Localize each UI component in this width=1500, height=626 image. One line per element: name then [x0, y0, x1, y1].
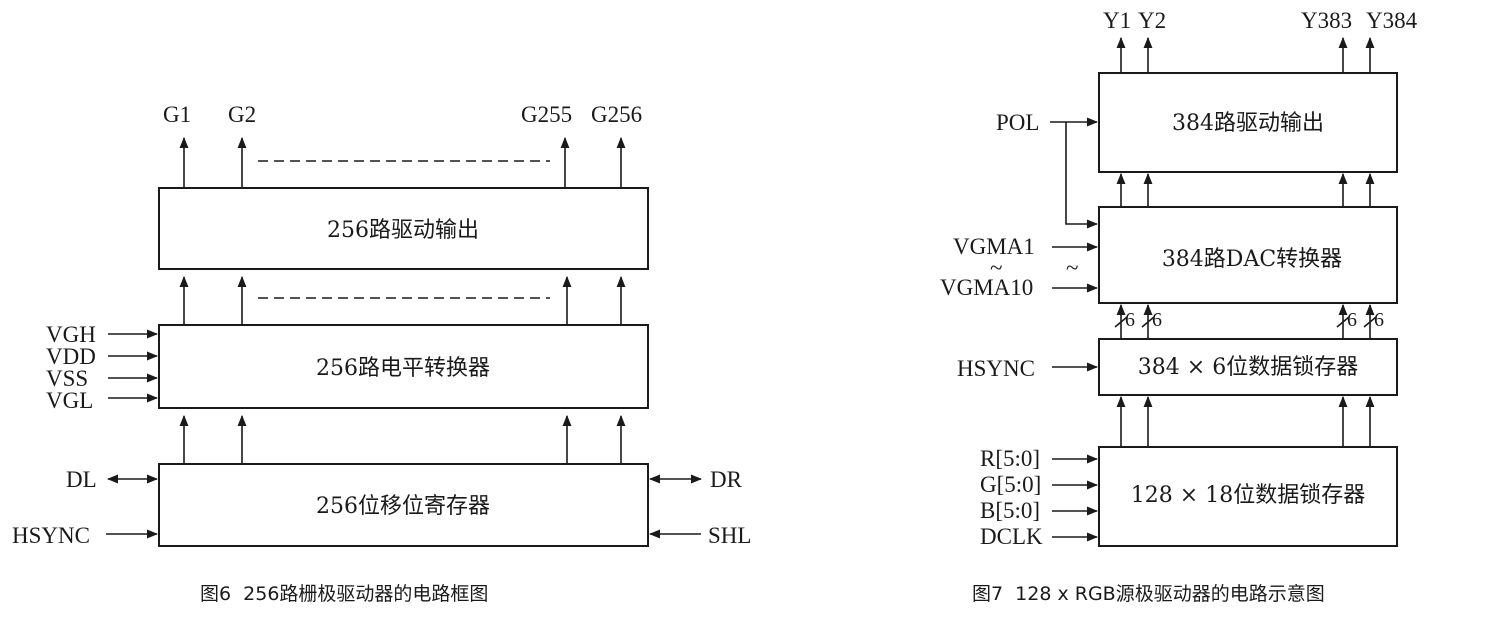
fig6-signal-shl: SHL	[708, 523, 751, 548]
fig7-output-driver-block	[1098, 72, 1398, 173]
fig7-output-y1: Y1	[1103, 8, 1131, 33]
fig7-bus-width-4: 6	[1374, 309, 1384, 331]
fig6-output-driver-label: 256路驱动输出	[327, 218, 479, 243]
fig6-output-g1: G1	[163, 102, 191, 127]
fig6-output-g2: G2	[228, 102, 256, 127]
fig6-mid-arrows-2	[179, 414, 626, 464]
fig7-bus-width-1: 6	[1125, 309, 1135, 331]
fig6-level-shifter-label: 256路电平转换器	[316, 356, 490, 381]
fig6-signal-dl: DL	[66, 467, 97, 492]
fig6-output-arrows	[179, 136, 626, 188]
fig6-input-vgh: VGH	[46, 322, 96, 347]
fig7-input-b: B[5:0]	[980, 498, 1040, 523]
figure7: Y1 Y2 Y383 Y384 384路驱动输出 POL 384路DAC转换器 …	[940, 8, 1418, 605]
fig6-supply-inputs: VGH VDD VSS VGL	[46, 322, 159, 413]
fig6-signal-dr: DR	[710, 467, 743, 492]
fig6-input-vdd: VDD	[46, 344, 96, 369]
fig7-signal-vgma1: VGMA1	[953, 234, 1035, 259]
fig6-output-g255: G255	[521, 102, 572, 127]
fig7-output-arrows	[1116, 36, 1375, 73]
fig7-output-driver-label: 384路驱动输出	[1172, 111, 1324, 136]
fig6-mid-arrows-1	[179, 275, 626, 325]
fig7-bus-width-2: 6	[1152, 309, 1162, 331]
fig7-signal-vgma10: VGMA10	[940, 275, 1033, 300]
fig7-dac-block	[1098, 206, 1398, 304]
fig7-output-y384: Y384	[1366, 8, 1418, 33]
fig7-dac-label: 384路DAC转换器	[1162, 247, 1342, 272]
fig7-latch-128-label: 128 × 18位数据锁存器	[1131, 483, 1365, 508]
fig7-caption: 图7 128 x RGB源极驱动器的电路示意图	[972, 583, 1325, 605]
fig7-latch-to-dac-arrows	[1114, 303, 1377, 339]
fig6-shift-register-label: 256位移位寄存器	[316, 494, 490, 519]
fig7-latch-arrows	[1116, 395, 1375, 447]
fig7-output-y383: Y383	[1301, 8, 1352, 33]
figure6: G1 G2 G255 G256 256路驱动输出 256路电平转换器 VGH	[12, 102, 751, 605]
fig6-caption: 图6 256路栅极驱动器的电路框图	[200, 583, 488, 605]
fig7-vgma-tilde-right: ~	[1066, 255, 1078, 280]
fig7-dac-to-driver-arrows	[1116, 172, 1375, 207]
fig7-output-y2: Y2	[1138, 8, 1166, 33]
fig6-output-driver-block	[158, 187, 649, 270]
fig7-data-inputs: R[5:0] G[5:0] B[5:0] DCLK	[980, 446, 1099, 549]
fig6-output-g256: G256	[591, 102, 642, 127]
fig7-signal-pol: POL	[996, 110, 1039, 135]
fig7-pol-branch	[1065, 122, 1099, 229]
fig7-input-g: G[5:0]	[980, 472, 1041, 497]
fig6-input-vss: VSS	[46, 366, 88, 391]
fig7-signal-hsync: HSYNC	[957, 356, 1035, 381]
fig7-input-r: R[5:0]	[980, 446, 1040, 471]
fig6-level-shifter-block	[158, 324, 649, 409]
fig7-latch-384-label: 384 × 6位数据锁存器	[1138, 355, 1358, 380]
fig7-latch-384-block	[1098, 338, 1398, 396]
fig6-input-vgl: VGL	[46, 388, 93, 413]
fig6-signal-hsync: HSYNC	[12, 523, 90, 548]
fig7-input-dclk: DCLK	[980, 524, 1043, 549]
fig6-shift-register-block	[158, 463, 649, 547]
fig7-vgma-tilde-left: ~	[990, 255, 1002, 280]
fig7-bus-width-3: 6	[1347, 309, 1357, 331]
fig7-latch-128-block	[1098, 446, 1398, 547]
